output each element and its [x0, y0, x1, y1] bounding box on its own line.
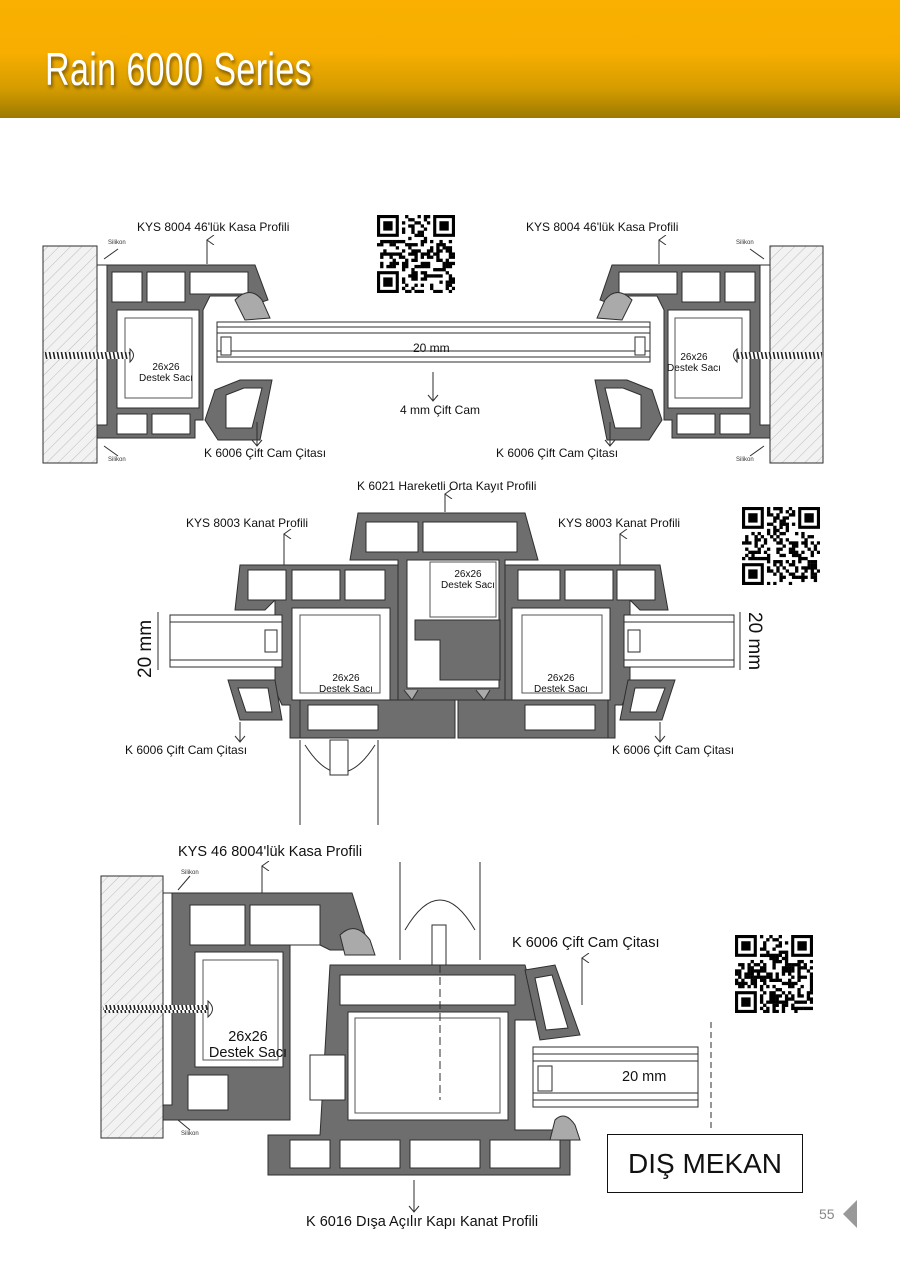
sash-label-left: KYS 8003 Kanat Profili	[186, 516, 309, 530]
screw-right	[737, 352, 822, 359]
silicone-label: Silikon	[736, 240, 754, 246]
page-arrow-icon	[843, 1200, 857, 1228]
silicone-label: Silikon	[181, 1131, 199, 1137]
qr-code[interactable]	[742, 507, 820, 585]
outside-label-box: DIŞ MEKAN	[607, 1134, 803, 1193]
page-number: 55	[819, 1206, 835, 1222]
silicone-label: Silikon	[108, 240, 126, 246]
silicone-label: Silikon	[108, 457, 126, 463]
silicone-label: Silikon	[181, 870, 199, 876]
frame-label-right: KYS 8004 46'lük Kasa Profili	[526, 220, 679, 234]
silicone-label: Silikon	[736, 457, 754, 463]
glass-left	[169, 614, 283, 668]
bead-label-right: K 6006 Çift Cam Çitası	[496, 446, 619, 460]
diagram3-door-section	[100, 862, 712, 1213]
frame-label: KYS 46 8004'lük Kasa Profili	[178, 844, 363, 860]
page-title: Rain 6000 Series	[45, 43, 313, 95]
frame-profile-right	[599, 264, 771, 439]
diagram2-mullion-section	[157, 494, 741, 825]
screw	[103, 1005, 208, 1013]
double-glazing-unit	[216, 321, 651, 363]
glass-thickness-right: 20 mm	[744, 612, 765, 671]
qr-code[interactable]	[735, 935, 813, 1013]
frame-label-left: KYS 8004 46'lük Kasa Profili	[137, 220, 290, 234]
glass-label: 4 mm Çift Cam	[400, 403, 481, 417]
bead-label: K 6006 Çift Cam Çitası	[512, 935, 660, 951]
mullion-label: K 6021 Hareketli Orta Kayıt Profili	[357, 479, 537, 493]
handle	[399, 862, 481, 960]
sash-label: K 6016 Dışa Açılır Kapı Kanat Profili	[306, 1214, 539, 1230]
glass-thickness-left: 20 mm	[135, 619, 156, 678]
sash-label-right: KYS 8003 Kanat Profili	[558, 516, 681, 530]
qr-code[interactable]	[377, 215, 455, 293]
glass-thickness: 20 mm	[622, 1069, 667, 1085]
diagram1-window-section	[42, 240, 824, 464]
glass-thickness: 20 mm	[413, 341, 450, 355]
page-header: Rain 6000 Series	[0, 0, 900, 118]
glass-right	[623, 614, 735, 668]
bead-label-left: K 6006 Çift Cam Çitası	[204, 446, 327, 460]
screw-left	[45, 352, 130, 359]
bead-label-left: K 6006 Çift Cam Çitası	[125, 743, 248, 757]
glass	[532, 1046, 699, 1108]
bead-label-right: K 6006 Çift Cam Çitası	[612, 743, 735, 757]
